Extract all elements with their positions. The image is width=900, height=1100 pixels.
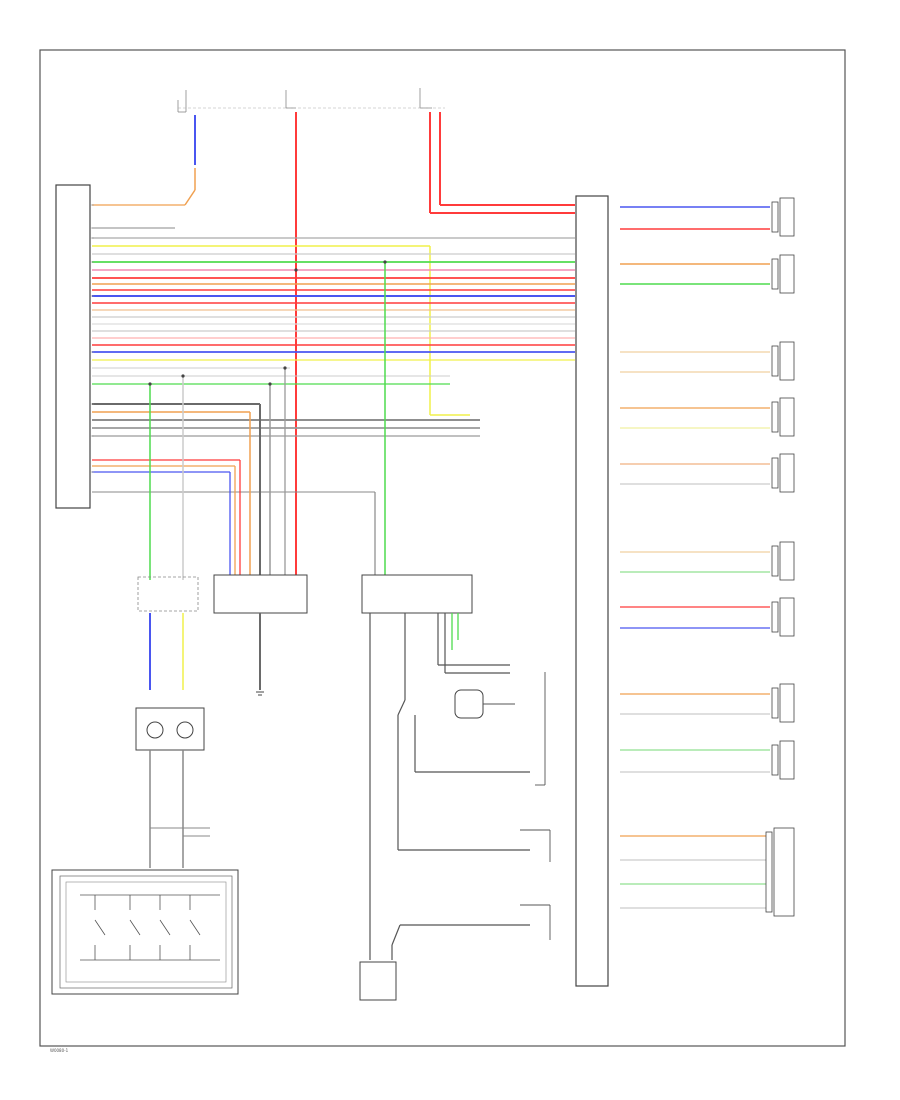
radio-harness [92,227,575,493]
relay-icon [454,689,484,719]
speaker-icon [771,201,779,233]
diagram-code: W0080-1 [50,1048,69,1053]
speaker-icon [771,258,779,290]
speaker-icon [771,687,779,719]
audio-control-module [361,574,473,614]
top-fuse-left [177,90,187,113]
ground-icon [256,691,264,696]
right-connector-block [575,195,609,987]
subwoofer-icon [765,831,773,913]
speaker-icon [771,744,779,776]
left-module-dashed [137,576,199,612]
speaker-icon [771,457,779,489]
diagram-frame [39,49,846,1047]
bottom-center-module [359,961,397,1001]
amplifier-module [213,574,308,614]
switch-contacts [80,894,220,961]
lower-center-wiring [369,613,530,960]
speaker-icons [765,197,795,917]
speaker-icon [771,601,779,633]
top-fuse-center [285,90,296,109]
harness-drops [149,262,386,580]
speaker-icon [771,545,779,577]
speaker-icon [771,401,779,433]
radio-connector-block [55,184,91,509]
switch-assembly-inner [59,875,233,989]
speaker-icon [771,345,779,377]
top-fuse-right [419,88,432,109]
speaker-wires [620,206,770,909]
switch-assembly-outer [51,869,239,995]
steering-switch-box [135,707,205,751]
radio-pin-ticks [90,204,94,473]
switch-knob-icon [146,721,164,739]
door-switch-brackets [520,672,551,940]
splice-dots [148,260,387,386]
switch-knob-icon [176,721,194,739]
